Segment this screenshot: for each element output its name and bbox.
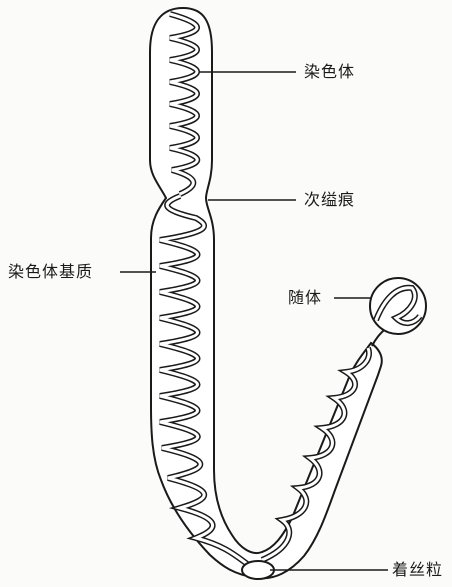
centromere-knot xyxy=(242,561,274,579)
label-chromonema: 染色体 xyxy=(304,64,355,80)
label-chromosome-matrix: 染色体基质 xyxy=(8,264,93,280)
label-satellite: 随体 xyxy=(288,290,322,306)
label-secondary-constriction: 次缢痕 xyxy=(304,192,355,208)
chromosome-outline xyxy=(150,8,382,578)
satellite-circle xyxy=(370,278,426,334)
satellite-stalk xyxy=(372,330,384,346)
label-centromere: 着丝粒 xyxy=(392,562,443,578)
